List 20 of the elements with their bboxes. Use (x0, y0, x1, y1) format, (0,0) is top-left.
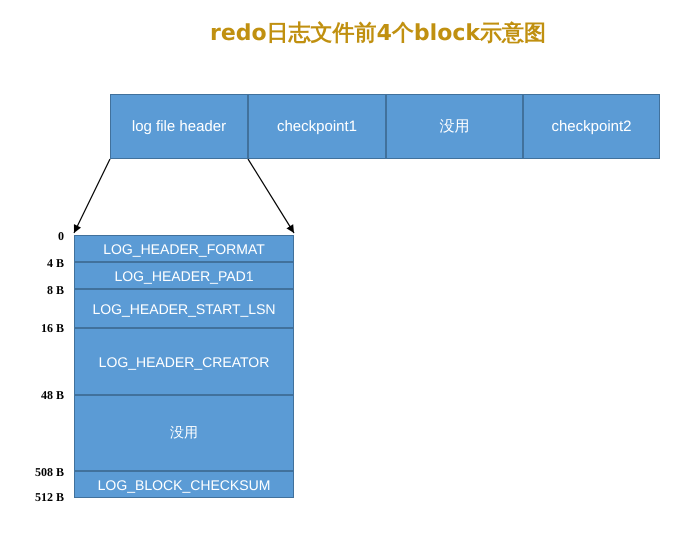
header-field: LOG_HEADER_START_LSN (74, 289, 294, 328)
block-segment: 没用 (386, 94, 523, 159)
byte-offset: 512 B (34, 490, 64, 505)
header-field: LOG_HEADER_PAD1 (74, 262, 294, 289)
byte-offset: 508 B (34, 465, 64, 480)
byte-offset: 4 B (46, 256, 64, 271)
byte-offset: 48 B (40, 388, 64, 403)
block-segment: checkpoint2 (523, 94, 660, 159)
header-field: LOG_BLOCK_CHECKSUM (74, 471, 294, 498)
arrow (248, 158, 294, 234)
block-segment: log file header (110, 94, 248, 159)
block-segment: checkpoint1 (248, 94, 386, 159)
arrow (73, 158, 111, 234)
header-field: LOG_HEADER_FORMAT (74, 235, 294, 262)
diagram-title: redo日志文件前4个block示意图 (208, 20, 547, 48)
header-field: LOG_HEADER_CREATOR (74, 328, 294, 395)
byte-offset: 16 B (40, 321, 64, 336)
byte-offset: 0 (57, 229, 64, 244)
header-field: 没用 (74, 395, 294, 471)
byte-offset: 8 B (46, 283, 64, 298)
